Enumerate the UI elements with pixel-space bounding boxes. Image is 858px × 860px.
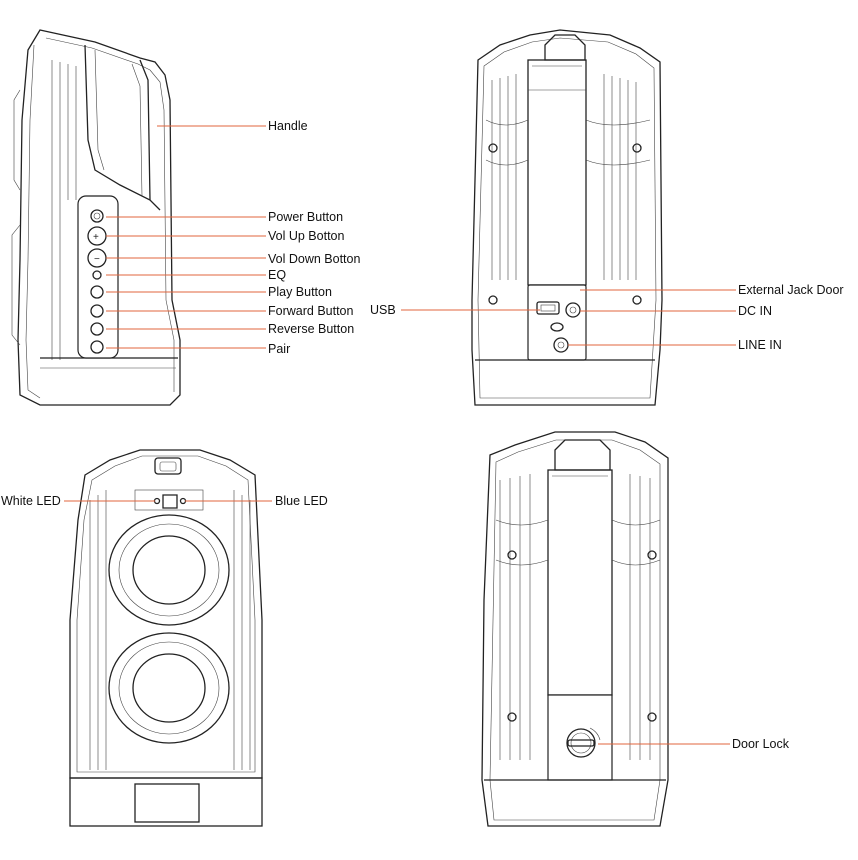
label-play-button: Play Button xyxy=(268,285,332,299)
rear-view-drawing xyxy=(481,431,669,827)
side-view-callouts: Handle Power Button Vol Up Botton Vol Do… xyxy=(106,119,360,356)
svg-text:−: − xyxy=(94,254,100,265)
label-vol-down: Vol Down Botton xyxy=(268,252,360,266)
label-dc-in: DC IN xyxy=(738,304,772,318)
label-white-led: White LED xyxy=(1,494,61,508)
label-usb: USB xyxy=(370,303,396,317)
front-view-callouts: White LED Blue LED xyxy=(1,494,328,508)
back-view-callouts: External Jack Door USB DC IN LINE IN xyxy=(370,283,844,352)
label-line-in: LINE IN xyxy=(738,338,782,352)
svg-text:+: + xyxy=(93,232,99,243)
label-vol-up: Vol Up Botton xyxy=(268,229,344,243)
label-reverse-button: Reverse Button xyxy=(268,322,354,336)
rear-view-callouts: Door Lock xyxy=(598,737,790,751)
label-external-jack-door: External Jack Door xyxy=(738,283,844,297)
back-view-drawing xyxy=(471,29,663,406)
label-power-button: Power Button xyxy=(268,210,343,224)
label-pair: Pair xyxy=(268,342,290,356)
label-handle: Handle xyxy=(268,119,308,133)
label-door-lock: Door Lock xyxy=(732,737,790,751)
label-forward-button: Forward Button xyxy=(268,304,354,318)
label-eq: EQ xyxy=(268,268,286,282)
label-blue-led: Blue LED xyxy=(275,494,328,508)
front-view-drawing xyxy=(69,449,263,827)
